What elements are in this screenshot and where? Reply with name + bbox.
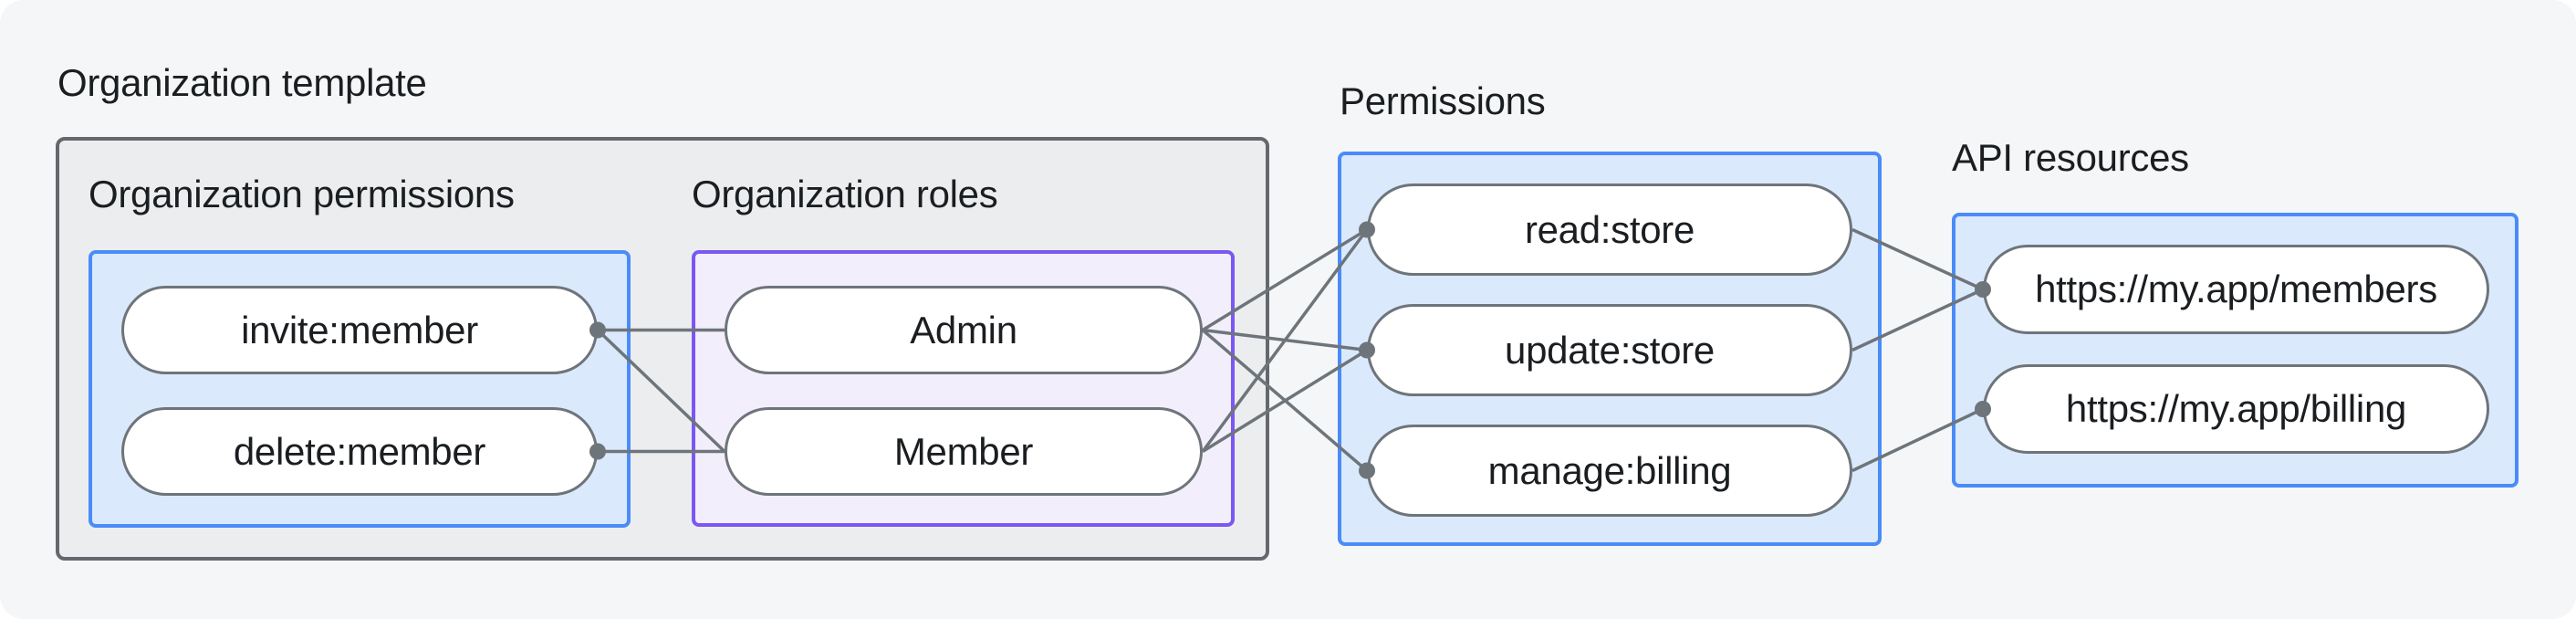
- pill-read-store: read:store: [1367, 184, 1852, 276]
- organization-permissions-title: Organization permissions: [89, 173, 515, 215]
- organization-template-title: Organization template: [57, 61, 427, 104]
- permissions-title: Permissions: [1340, 79, 1546, 122]
- api-resources-title: API resources: [1952, 136, 2189, 179]
- pill-admin-role: Admin: [725, 286, 1203, 374]
- pill-billing-api-url: https://my.app/billing: [1983, 364, 2489, 454]
- pill-update-store: update:store: [1367, 304, 1852, 396]
- pill-invite-member: invite:member: [121, 286, 598, 374]
- organization-roles-title: Organization roles: [692, 173, 998, 215]
- pill-manage-billing: manage:billing: [1367, 425, 1852, 517]
- pill-member-role: Member: [725, 407, 1203, 496]
- pill-delete-member: delete:member: [121, 407, 598, 496]
- pill-members-api-url: https://my.app/members: [1983, 245, 2489, 334]
